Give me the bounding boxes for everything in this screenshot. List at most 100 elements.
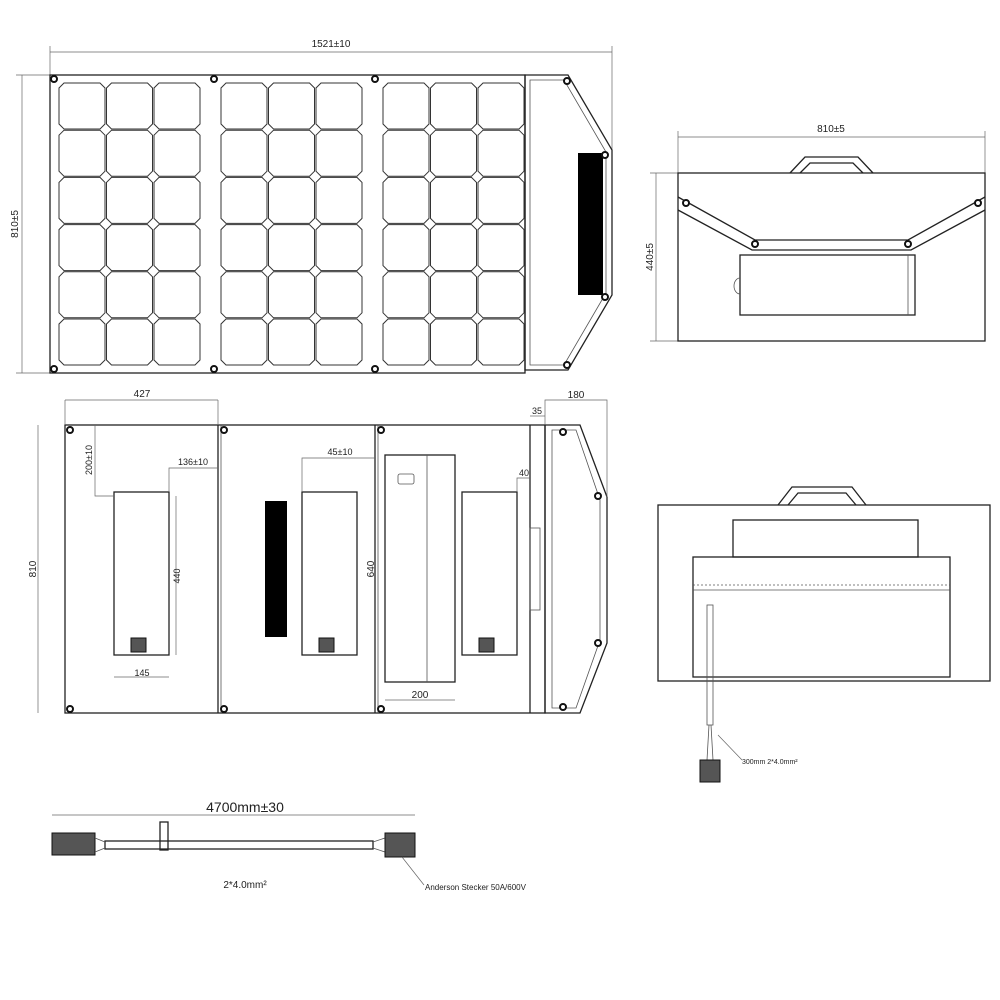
cable-spec-label: 300mm 2*4.0mm² <box>742 759 798 766</box>
solar-cell <box>58 176 106 224</box>
solar-cell <box>477 318 525 366</box>
solar-cell <box>315 271 363 319</box>
grommet <box>377 426 385 434</box>
box-height-dimension: 640 <box>366 560 377 577</box>
grommet <box>371 75 379 83</box>
solar-cell <box>315 224 363 272</box>
grommet <box>210 365 218 373</box>
solar-cell <box>220 224 268 272</box>
solar-cell <box>268 271 315 319</box>
solar-cell <box>58 224 106 272</box>
solar-cell <box>106 176 153 224</box>
grommet <box>66 705 74 713</box>
solar-cell <box>58 82 106 130</box>
solar-cell <box>153 271 201 319</box>
solar-cell <box>315 82 363 130</box>
grommet <box>559 703 567 711</box>
height-dimension: 810±5 <box>10 210 21 238</box>
solar-cell <box>153 318 201 366</box>
solar-cell <box>58 318 106 366</box>
grommet <box>377 705 385 713</box>
grommet <box>559 428 567 436</box>
solar-cell <box>220 129 268 177</box>
pocket-width-dimension: 145 <box>134 668 149 678</box>
solar-cell <box>268 82 315 130</box>
folded-front-view: 810±5 440±5 <box>645 124 986 342</box>
solar-cell <box>477 224 525 272</box>
cable-cross-section: 2*4.0mm² <box>223 880 267 891</box>
velcro-strip <box>578 153 603 295</box>
solar-cell <box>477 176 525 224</box>
grommet <box>371 365 379 373</box>
solar-cell <box>268 129 315 177</box>
grommet <box>563 77 571 85</box>
solar-cell <box>220 176 268 224</box>
strip-dimension: 35 <box>532 406 542 416</box>
box-width-dimension: 200 <box>412 690 429 701</box>
folded-back-view: 300mm 2*4.0mm² <box>657 486 991 783</box>
connector-label: Anderson Stecker 50A/600V <box>425 883 527 892</box>
solar-cell <box>430 271 477 319</box>
grommet <box>50 75 58 83</box>
height-dimension: 810 <box>28 560 39 577</box>
solar-cell <box>106 129 153 177</box>
solar-cell <box>315 318 363 366</box>
gap-dimension: 45±10 <box>328 447 353 457</box>
solar-cell <box>382 129 430 177</box>
offset-top-dimension: 200±10 <box>84 445 94 475</box>
solar-cell <box>315 176 363 224</box>
folded-height-dimension: 440±5 <box>645 243 656 271</box>
grommet <box>601 151 609 159</box>
solar-cell <box>153 129 201 177</box>
solar-cell <box>58 129 106 177</box>
solar-cell <box>477 271 525 319</box>
solar-cell <box>268 224 315 272</box>
grommet <box>594 492 602 500</box>
solar-cell <box>268 176 315 224</box>
grommet <box>601 293 609 301</box>
anderson-connector-right <box>384 832 416 858</box>
grommet <box>66 426 74 434</box>
solar-cell <box>430 82 477 130</box>
solar-cell <box>220 82 268 130</box>
solar-cell <box>430 176 477 224</box>
solar-cell <box>430 129 477 177</box>
solar-cell <box>220 318 268 366</box>
solar-cell <box>106 318 153 366</box>
top-view-unfolded-panel: 1521±10 810±5 <box>10 39 613 374</box>
solar-cell <box>477 129 525 177</box>
pocket-height-dimension: 440 <box>172 568 182 583</box>
panel-width-dimension: 427 <box>134 389 151 400</box>
pocket-gap-dimension: 40 <box>519 468 529 478</box>
back-view-unfolded: 427 810 200±10 136±10 440 145 45±10 640 … <box>28 389 608 714</box>
grommet <box>563 361 571 369</box>
solar-cell <box>430 318 477 366</box>
battery-icon <box>397 473 415 485</box>
folded-width-dimension: 810±5 <box>817 124 845 135</box>
solar-cell <box>153 176 201 224</box>
controller-box <box>384 454 456 683</box>
cable-length-dimension: 4700mm±30 <box>206 799 284 815</box>
width-dimension: 1521±10 <box>312 39 351 50</box>
extension-cable: 4700mm±30 2*4.0mm² Anderson Stecker 50A/… <box>51 799 527 892</box>
velcro-strip <box>265 501 287 637</box>
grommet <box>50 365 58 373</box>
solar-cell <box>382 176 430 224</box>
grommet <box>220 705 228 713</box>
solar-cell <box>382 318 430 366</box>
solar-cell <box>106 271 153 319</box>
flap-dimension: 180 <box>568 390 585 401</box>
solar-cell <box>106 224 153 272</box>
anderson-connector-left <box>51 832 96 856</box>
solar-cell <box>382 224 430 272</box>
solar-cell <box>58 271 106 319</box>
handle <box>789 156 874 174</box>
solar-cell <box>382 82 430 130</box>
solar-cell <box>153 224 201 272</box>
solar-cell <box>430 224 477 272</box>
solar-cell <box>106 82 153 130</box>
grommet <box>210 75 218 83</box>
grommet <box>594 639 602 647</box>
solar-cell <box>382 271 430 319</box>
